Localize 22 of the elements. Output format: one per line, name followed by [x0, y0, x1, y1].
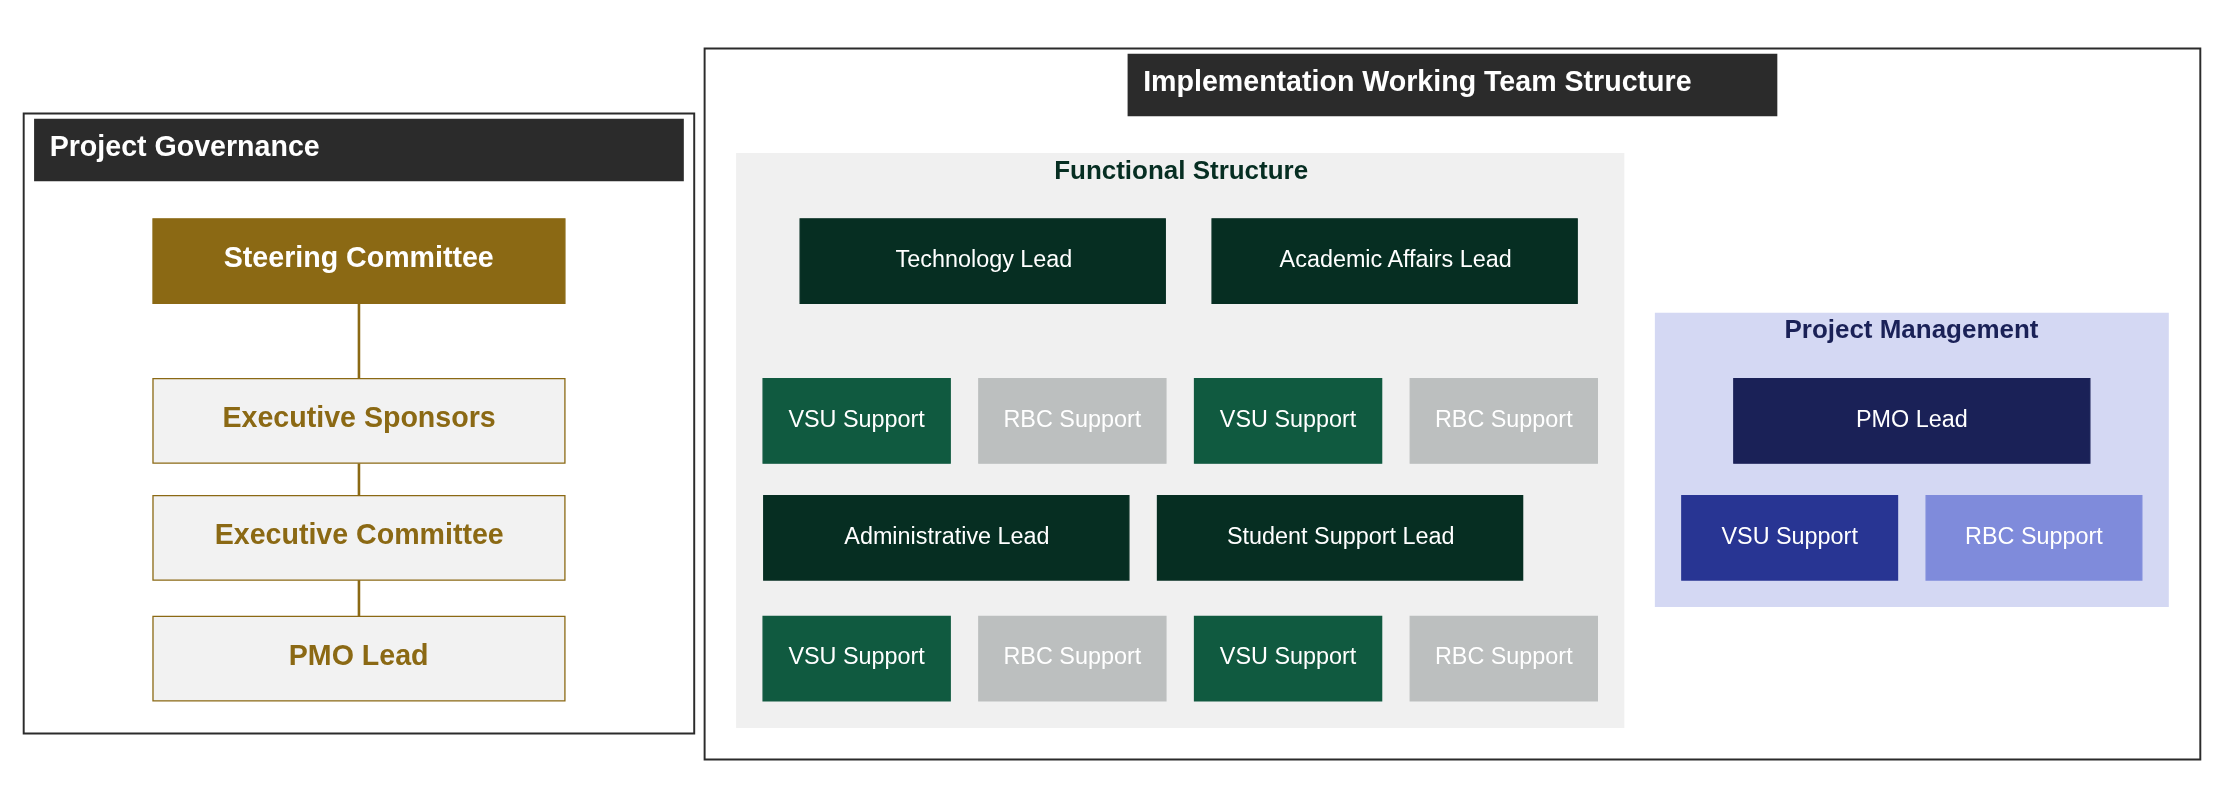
node-box: RBC Support: [978, 615, 1167, 702]
node-box: VSU Support: [762, 377, 951, 464]
connector: [357, 463, 361, 495]
node-box: VSU Support: [1193, 377, 1383, 464]
node-box: Executive Sponsors: [152, 377, 566, 464]
node-box: RBC Support: [1409, 615, 1598, 702]
node-box: Student Support Lead: [1156, 494, 1524, 581]
node-box: Academic Affairs Lead: [1211, 217, 1578, 304]
node-box: PMO Lead: [1733, 377, 2091, 464]
node-box: VSU Support: [1193, 615, 1383, 702]
node-box: Technology Lead: [799, 217, 1166, 304]
node-box: RBC Support: [978, 377, 1167, 464]
connector: [357, 303, 361, 379]
node-box: Executive Committee: [152, 494, 566, 581]
node-box: Steering Committee: [152, 217, 566, 304]
connector: [357, 579, 361, 616]
node-box: VSU Support: [762, 615, 951, 702]
node-box: VSU Support: [1681, 494, 1899, 581]
node-box: RBC Support: [1925, 494, 2143, 581]
node-box: Administrative Lead: [763, 494, 1130, 581]
node-box: RBC Support: [1409, 377, 1598, 464]
node-box: PMO Lead: [152, 615, 566, 702]
